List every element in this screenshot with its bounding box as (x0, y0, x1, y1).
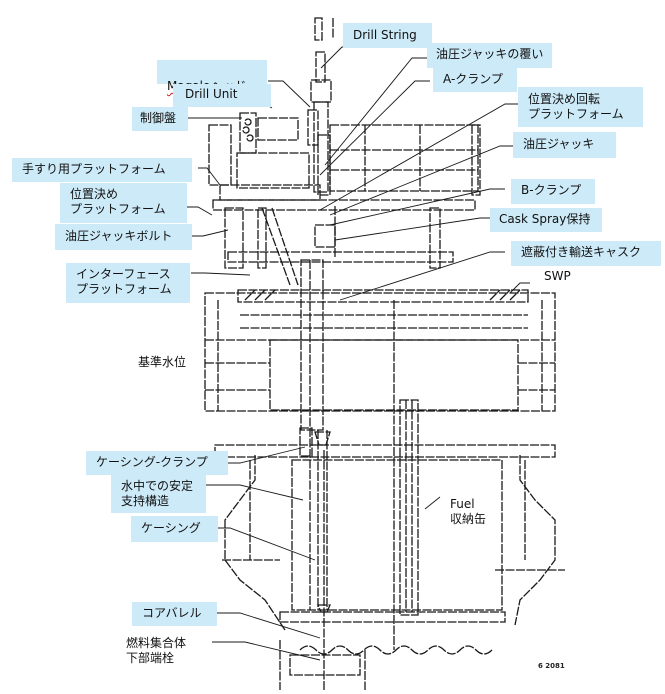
label-hydraulic-jack: 油圧ジャッキ (513, 132, 616, 158)
label-hydraulic-jack-bolt: 油圧ジャッキボルト (55, 224, 192, 250)
label-casing-clamp: ケーシング-クランプ (86, 451, 228, 475)
label-b-clamp: B-クランプ (511, 179, 595, 204)
label-swp: SWP (544, 269, 571, 283)
reactor-vessel-drawing (214, 300, 565, 650)
label-magalo-head: Magaloヘッド (157, 60, 267, 93)
label-shielded-transport-cask: 遮蔽付き輸送キャスク (511, 241, 661, 266)
label-positioning-platform: 位置決め プラットフォーム (60, 183, 187, 223)
swp-slab-drawing (204, 289, 556, 412)
figure-number: 6 2081 (538, 662, 565, 670)
control-panel-drawing (236, 112, 310, 189)
label-hydraulic-jack-cover: 油圧ジャッキの覆い (427, 43, 552, 68)
label-underwater-support: 水中での安定 支持構造 (111, 475, 206, 513)
label-fuel-canister: Fuel 収納缶 (450, 497, 487, 526)
label-cask-spray-holder: Cask Spray保持 (490, 208, 602, 232)
core-bottom-drawing (279, 640, 493, 690)
label-core-barrel: コアバレル (132, 602, 217, 626)
handrail-platform-drawing (208, 124, 481, 196)
label-a-clamp: A-クランプ (433, 68, 517, 92)
label-fuel-assembly-lower-plug: 燃料集合体 下部端栓 (126, 636, 187, 665)
casing-drawing (299, 259, 331, 690)
label-drill-string: Drill String (343, 23, 432, 48)
label-drill-unit: Drill Unit (173, 84, 271, 107)
label-interface-platform: インターフェース プラットフォーム (66, 263, 190, 303)
drill-string-drawing (307, 17, 334, 196)
label-positioning-rotary-platform: 位置決め回転 プラットフォーム (518, 87, 643, 127)
label-reference-water-level: 基準水位 (138, 355, 187, 369)
label-casing: ケーシング (131, 516, 218, 542)
drill-unit-base-drawing (212, 184, 476, 286)
leader-lines (185, 46, 530, 661)
label-control-panel: 制御盤 (132, 107, 188, 131)
label-handrail-platform: 手すり用プラットフォーム (12, 158, 192, 182)
